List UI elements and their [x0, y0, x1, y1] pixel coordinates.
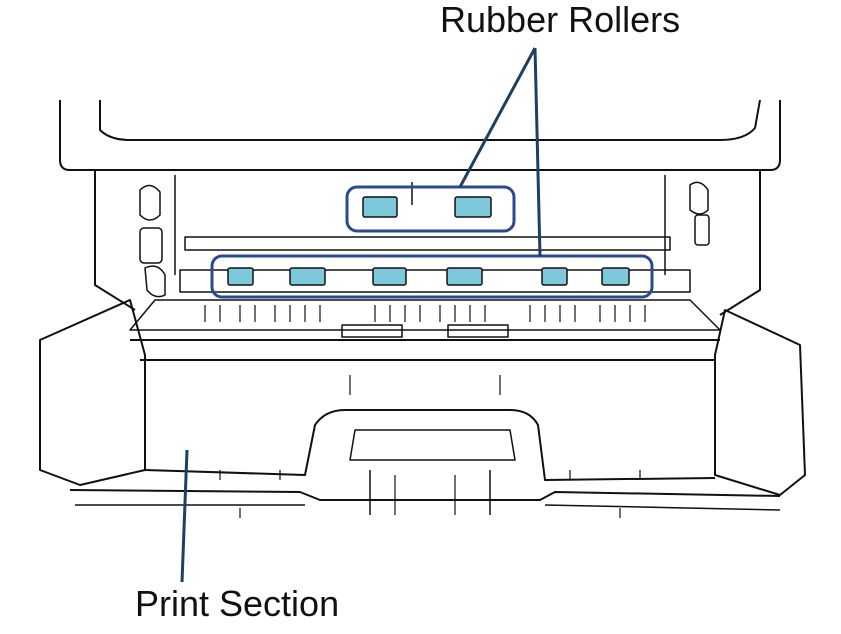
roller-highlight-box: [345, 185, 516, 233]
rubber-roller: [372, 267, 407, 286]
scanner-body: [39, 99, 806, 518]
rubber-roller: [362, 196, 398, 218]
rubber-roller: [289, 267, 326, 286]
rubber-roller: [541, 267, 568, 286]
rubber-roller: [601, 267, 630, 286]
rubber-roller: [446, 267, 483, 286]
callout-lines: [180, 47, 542, 583]
print-section-label: Print Section: [135, 583, 340, 624]
callout-line-lower: [533, 47, 542, 257]
roller-highlight-box: [210, 254, 654, 299]
callout-line-upper: [458, 47, 537, 188]
rubber-roller: [227, 267, 254, 286]
rubber-rollers-label: Rubber Rollers: [440, 0, 681, 40]
roller-group-lower: [227, 267, 630, 286]
callout-line-print: [180, 449, 189, 583]
rubber-roller: [454, 196, 492, 218]
roller-group-upper: [362, 196, 492, 218]
